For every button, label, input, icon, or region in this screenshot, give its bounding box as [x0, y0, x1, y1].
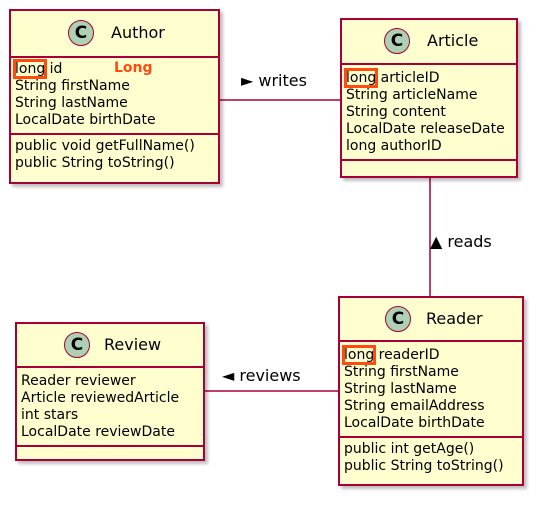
article-attr: long authorID — [346, 138, 442, 154]
reader-method: public int getAge() — [344, 441, 475, 457]
author-methods: public void getFullName() public String … — [11, 135, 218, 176]
review-attributes: Reader reviewer Article reviewedArticle … — [17, 368, 203, 447]
reader-attr: String lastName — [344, 381, 457, 397]
class-badge-icon: C — [384, 28, 410, 54]
review-class-name: Review — [104, 335, 162, 354]
class-badge-icon: C — [385, 306, 411, 332]
author-method: public String toString() — [15, 155, 175, 171]
type-highlight: long — [341, 345, 377, 365]
review-methods — [17, 447, 203, 455]
author-attr: String firstName — [15, 78, 130, 94]
type-highlight: long — [343, 68, 379, 88]
review-header: C Review — [17, 324, 203, 368]
article-attr: String content — [346, 104, 446, 120]
author-class-name: Author — [111, 23, 165, 42]
author-attr-id: long id Long — [12, 59, 153, 79]
reviews-label: ◄ reviews — [222, 366, 301, 385]
class-badge-icon: C — [68, 20, 94, 46]
review-attr: LocalDate reviewDate — [21, 424, 175, 440]
article-attr: String articleName — [346, 87, 478, 103]
article-header: C Article — [342, 20, 516, 65]
class-badge-icon: C — [64, 332, 90, 358]
article-class-name: Article — [427, 31, 479, 50]
writes-label: ► writes — [241, 71, 307, 90]
author-method: public void getFullName() — [15, 138, 195, 154]
reader-attributes: long readerID String firstName String la… — [340, 342, 522, 438]
review-attr: int stars — [21, 407, 79, 423]
article-attributes: long articleID String articleName String… — [342, 65, 516, 161]
type-highlight: long — [12, 59, 48, 79]
reader-class-name: Reader — [426, 309, 483, 328]
reader-attr: String emailAddress — [344, 398, 485, 414]
reader-header: C Reader — [340, 298, 522, 342]
reader-class[interactable]: C Reader long readerID String firstName … — [338, 296, 524, 486]
article-methods — [342, 161, 516, 169]
reader-attr-id: long readerID — [341, 345, 440, 365]
reads-label: ▲ reads — [430, 232, 492, 251]
review-class[interactable]: C Review Reader reviewer Article reviewe… — [15, 322, 205, 461]
reader-attr: LocalDate birthDate — [344, 415, 485, 431]
reader-methods: public int getAge() public String toStri… — [340, 438, 522, 479]
author-header: C Author — [11, 11, 218, 58]
author-attr: String lastName — [15, 95, 128, 111]
review-attr: Reader reviewer — [21, 373, 136, 389]
article-attr-id: long articleID — [343, 68, 440, 88]
article-attr: LocalDate releaseDate — [346, 121, 505, 137]
long-annotation: Long — [114, 60, 153, 76]
author-attr: LocalDate birthDate — [15, 112, 156, 128]
reader-method: public String toString() — [344, 458, 504, 474]
article-class[interactable]: C Article long articleID String articleN… — [340, 18, 518, 178]
author-class[interactable]: C Author long id Long String firstName S… — [9, 9, 220, 184]
review-attr: Article reviewedArticle — [21, 390, 180, 406]
reader-attr: String firstName — [344, 364, 459, 380]
author-attributes: long id Long String firstName String las… — [11, 58, 218, 135]
